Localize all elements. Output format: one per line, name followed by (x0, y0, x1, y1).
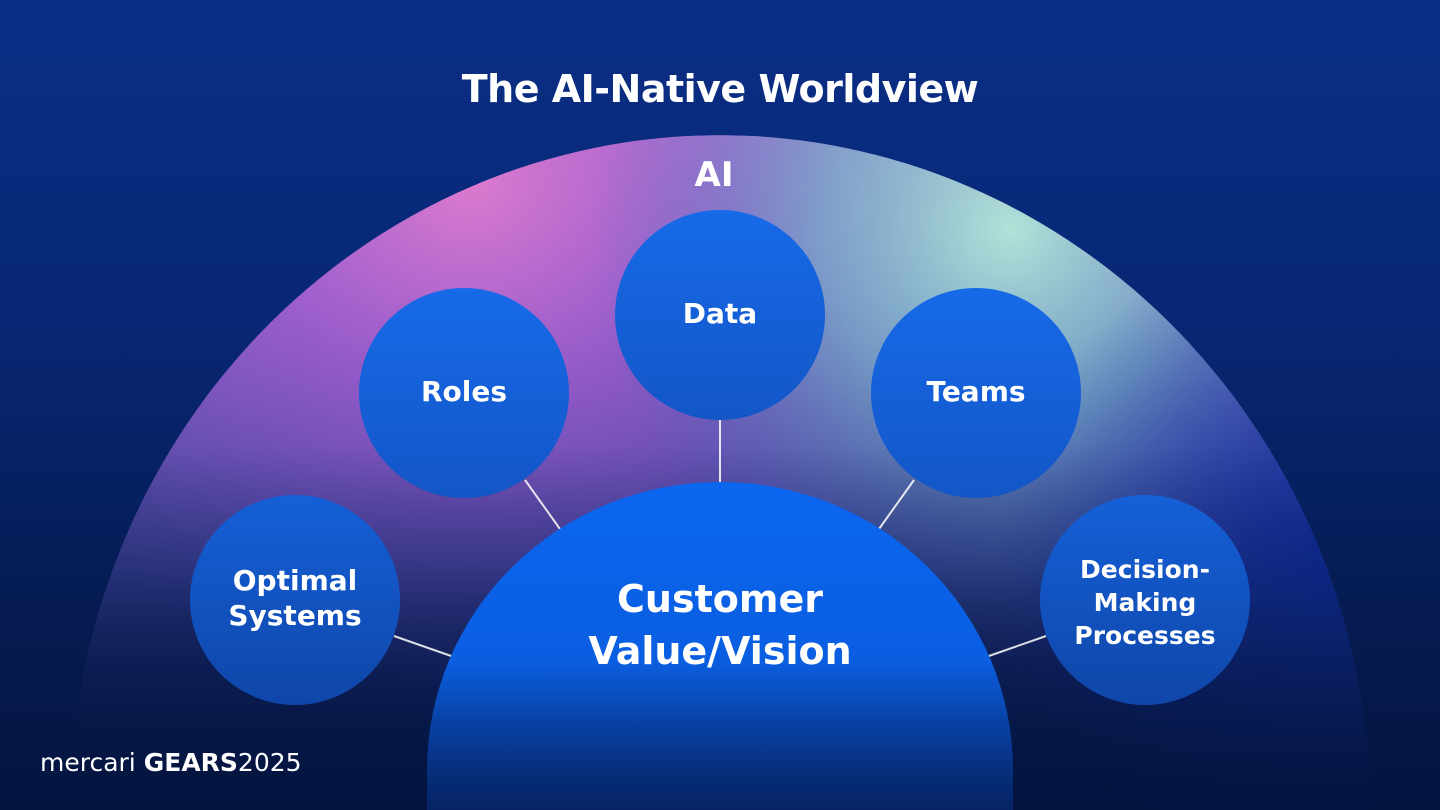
brand-name: mercari (40, 748, 136, 777)
node-data-circle (615, 210, 825, 420)
brand-logo: mercari GEARS2025 (40, 745, 302, 781)
node-optimal-systems-circle (190, 495, 400, 705)
center-label-line2: Value/Vision (588, 629, 851, 673)
connectors (393, 420, 1047, 658)
node-decision-making-circle (1040, 495, 1250, 705)
node-decision-making-label-line1: Decision- (1080, 555, 1210, 584)
connector-roles (524, 479, 561, 530)
center-label-line1: Customer (617, 577, 823, 621)
node-data: Data (615, 210, 825, 420)
connector-teams (878, 479, 915, 530)
brand-year: 2025 (237, 748, 302, 777)
node-data-label: Data (683, 297, 757, 330)
center-node: Customer Value/Vision (427, 482, 1013, 810)
node-decision-making-label-line2: Making (1094, 588, 1197, 617)
page-title: The AI-Native Worldview (461, 67, 979, 111)
ai-label: AI (695, 155, 734, 195)
node-decision-making: Decision- Making Processes (1040, 495, 1250, 705)
node-decision-making-label-line3: Processes (1074, 621, 1215, 650)
node-roles-circle (359, 288, 569, 498)
connector-optimal-systems (393, 635, 455, 658)
node-teams-label: Teams (926, 375, 1025, 408)
node-optimal-systems-label-line2: Systems (228, 599, 361, 632)
connector-decision-making (985, 635, 1047, 658)
node-roles: Roles (359, 288, 569, 498)
node-teams-circle (871, 288, 1081, 498)
node-optimal-systems: Optimal Systems (190, 495, 400, 705)
node-teams: Teams (871, 288, 1081, 498)
center-dome (427, 482, 1013, 810)
node-roles-label: Roles (421, 375, 507, 408)
node-optimal-systems-label-line1: Optimal (233, 564, 358, 597)
brand-event: GEARS (143, 748, 238, 777)
